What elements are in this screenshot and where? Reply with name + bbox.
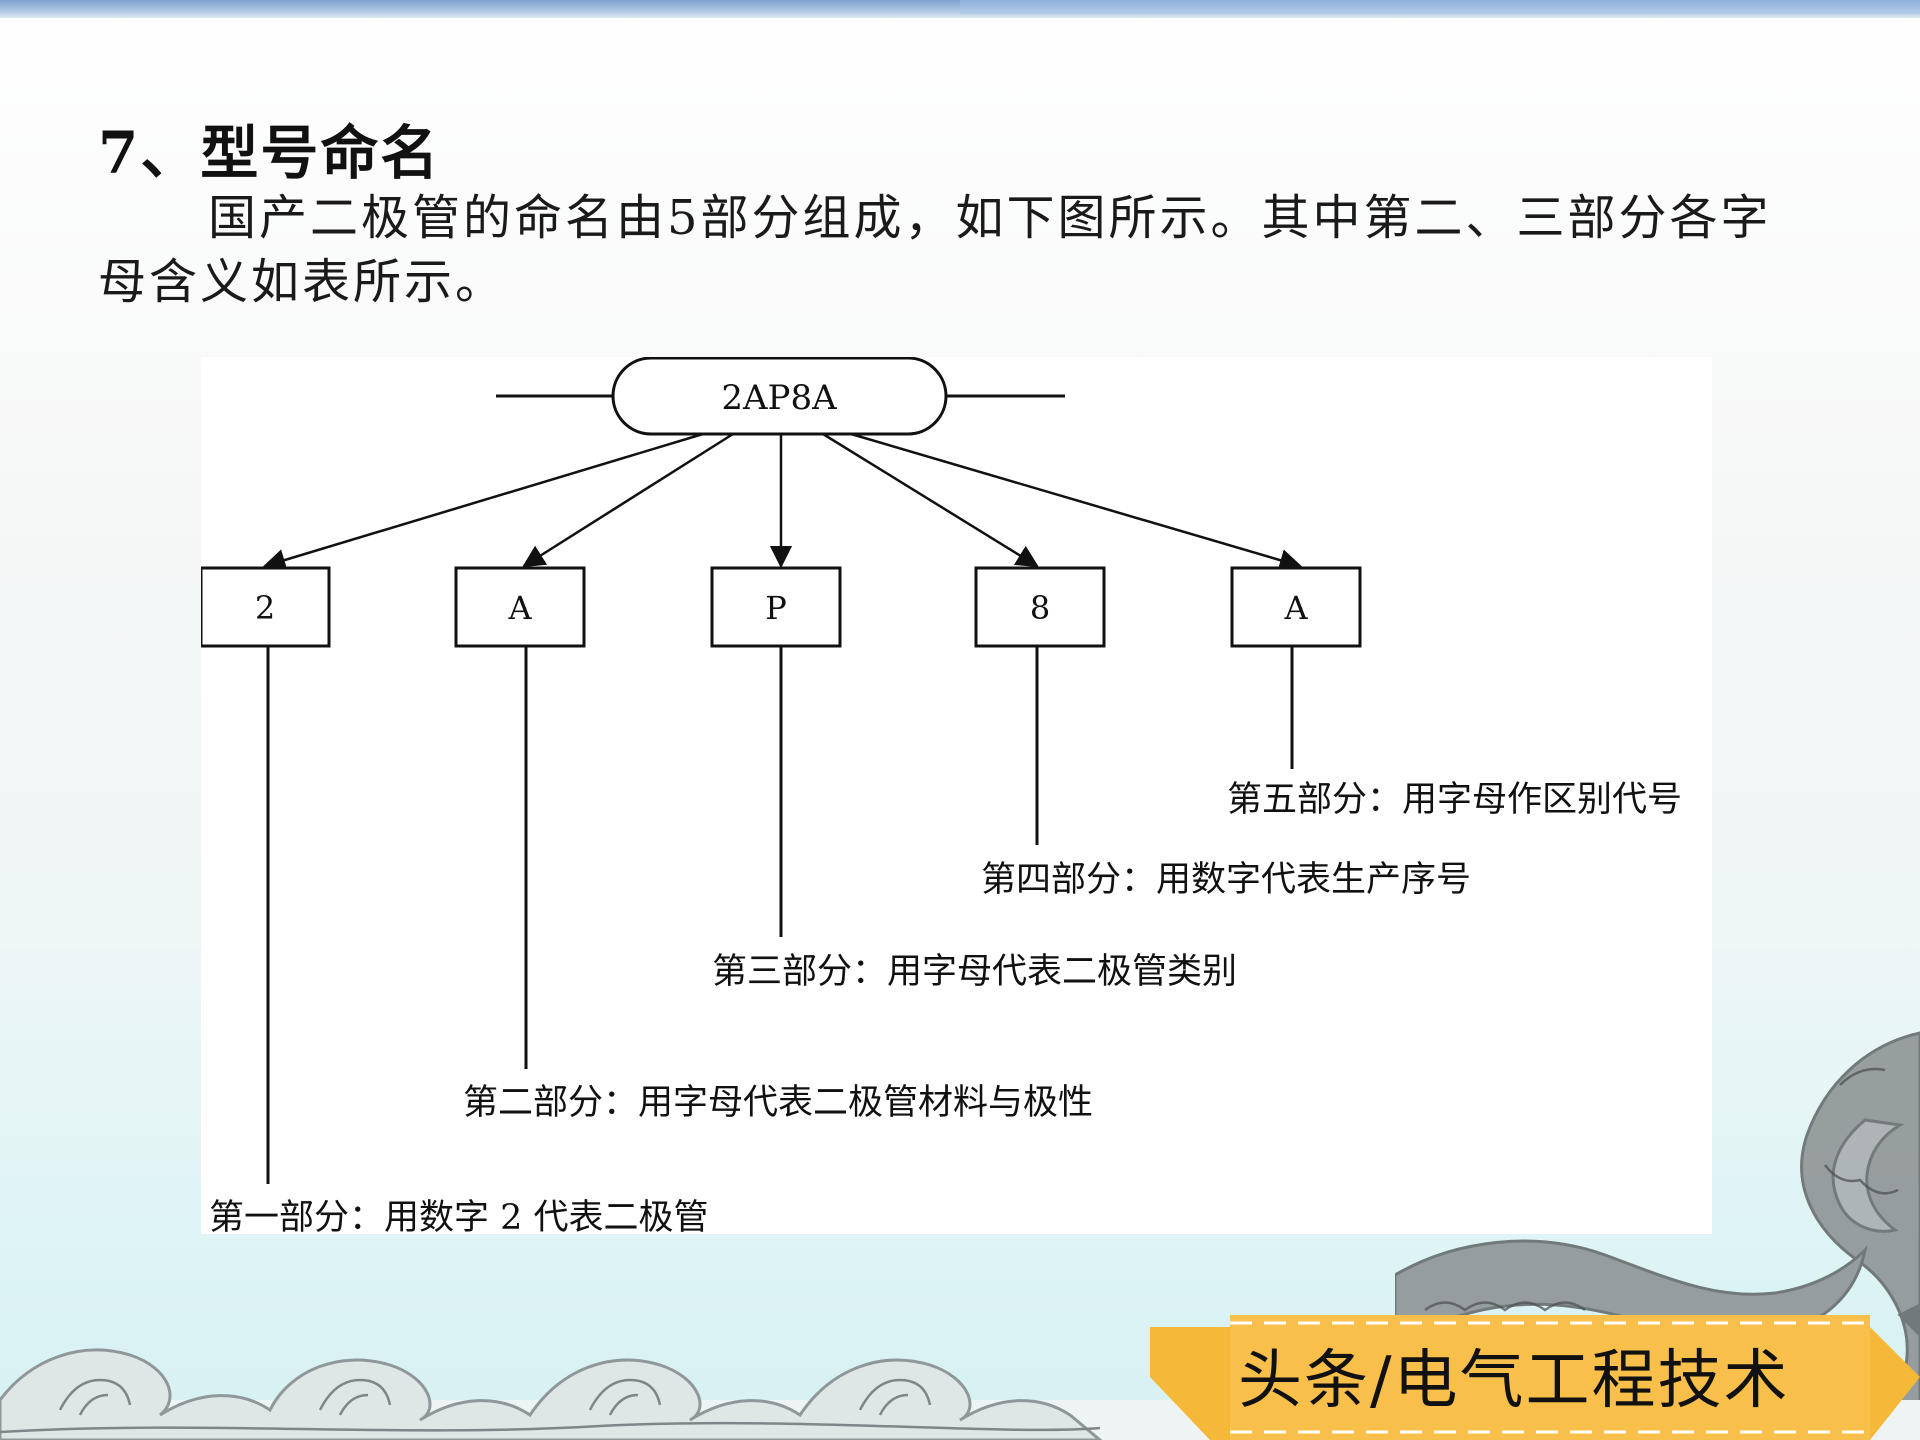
part-5-description: 第五部分：用字母作区别代号 xyxy=(1227,780,1682,820)
watermark-badge xyxy=(1150,1315,1920,1440)
code-box-5-label: A xyxy=(1283,589,1308,627)
code-box-2-label: A xyxy=(507,589,532,627)
top-banner-highlight xyxy=(960,0,1920,14)
part-2-description: 第二部分：用字母代表二极管材料与极性 xyxy=(463,1083,1093,1123)
arrow-part-2 xyxy=(522,432,734,568)
part-1-description: 第一部分：用数字 2 代表二极管 xyxy=(209,1198,709,1234)
part-4-description: 第四部分：用数字代表生产序号 xyxy=(981,860,1471,900)
part-3-description: 第三部分：用字母代表二极管类别 xyxy=(712,952,1237,992)
watermark-text: 头条/电气工程技术 xyxy=(1238,1344,1790,1418)
diode-body xyxy=(611,357,948,436)
model-label: 2AP8A xyxy=(721,378,837,418)
code-box-5 xyxy=(1230,566,1362,648)
code-box-3-label: P xyxy=(765,589,787,627)
code-box-4 xyxy=(974,566,1106,648)
arrow-part-5 xyxy=(850,432,1303,572)
code-box-1 xyxy=(201,566,331,648)
code-box-3 xyxy=(710,566,842,648)
naming-diagram: 2AP8A 2 A P 8 A 第一部分：用数字 2 代表二极管 第二部分：用字… xyxy=(201,357,1712,1234)
code-box-1-label: 2 xyxy=(255,589,275,627)
arrow-part-4 xyxy=(822,432,1039,568)
slide-heading: 7、型号命名 xyxy=(98,119,441,187)
slide-paragraph: 国产二极管的命名由5部分组成，如下图所示。其中第二、三部分各字母含义如表所示。 xyxy=(98,190,1772,310)
code-box-4-label: 8 xyxy=(1030,589,1050,627)
code-box-2 xyxy=(454,566,586,648)
arrow-part-1 xyxy=(262,432,704,571)
